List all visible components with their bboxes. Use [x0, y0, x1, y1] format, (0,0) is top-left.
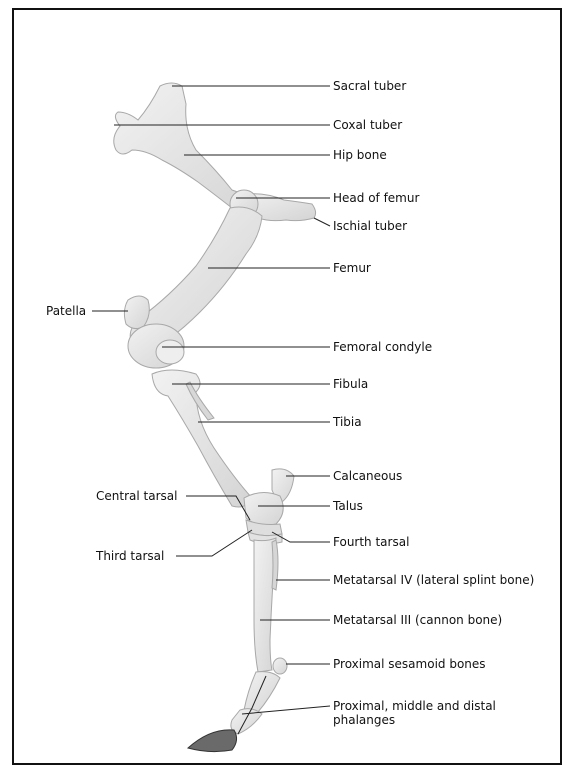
leader-ischial-tuber: [314, 218, 330, 226]
label-hip-bone: Hip bone: [333, 148, 387, 162]
label-phalanges-line-2: phalanges: [333, 713, 395, 727]
label-central-tarsal: Central tarsal: [96, 489, 177, 503]
label-phalanges-line-1: Proximal, middle and distal: [333, 699, 496, 713]
label-fibula: Fibula: [333, 377, 368, 391]
label-metatarsal-iv: Metatarsal IV (lateral splint bone): [333, 573, 534, 587]
label-fourth-tarsal: Fourth tarsal: [333, 535, 409, 549]
label-talus: Talus: [333, 499, 363, 513]
label-third-tarsal: Third tarsal: [96, 549, 164, 563]
label-femur: Femur: [333, 261, 371, 275]
phalanges-shape: [231, 672, 280, 734]
label-calcaneous: Calcaneous: [333, 469, 402, 483]
label-proximal-sesamoid-bones: Proximal sesamoid bones: [333, 657, 486, 671]
label-coxal-tuber: Coxal tuber: [333, 118, 402, 132]
patella-shape: [124, 296, 149, 329]
label-tibia: Tibia: [333, 415, 362, 429]
tibia-shape: [152, 370, 252, 507]
label-patella: Patella: [46, 304, 86, 318]
hip-bone-shape: [114, 83, 316, 221]
label-metatarsal-iii: Metatarsal III (cannon bone): [333, 613, 502, 627]
metatarsal-shape: [254, 538, 278, 672]
label-sacral-tuber: Sacral tuber: [333, 79, 406, 93]
leader-third-tarsal: [176, 530, 252, 556]
label-ischial-tuber: Ischial tuber: [333, 219, 407, 233]
femoral-condyle-shape: [128, 324, 184, 368]
label-head-of-femur: Head of femur: [333, 191, 419, 205]
hoof-shape: [188, 730, 237, 752]
label-femoral-condyle: Femoral condyle: [333, 340, 432, 354]
sesamoid-bones-shape: [273, 658, 287, 674]
